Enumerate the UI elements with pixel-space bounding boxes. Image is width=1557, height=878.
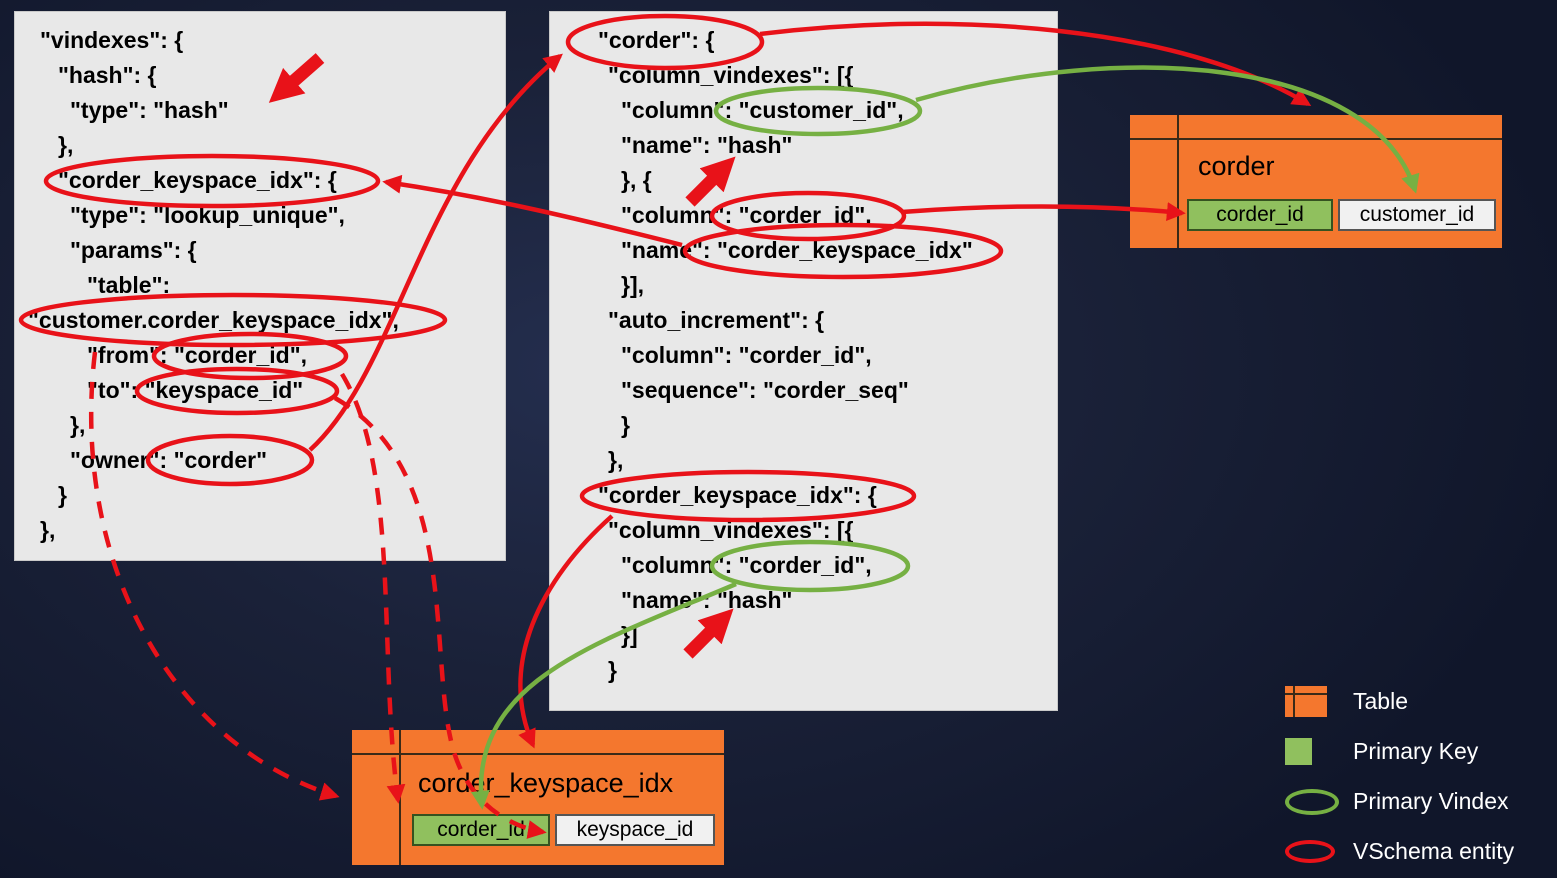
code-line: "corder_keyspace_idx": { <box>58 167 337 193</box>
corder-keyspace-idx-table: corder_keyspace_idx corder_id keyspace_i… <box>352 730 724 865</box>
code-line: }] <box>621 622 638 648</box>
code-line: "auto_increment": { <box>608 307 825 333</box>
code-line: }, { <box>621 167 652 193</box>
corder-id-cell: corder_id <box>1187 199 1333 231</box>
code-line: }, <box>70 412 86 438</box>
code-line: } <box>58 482 67 508</box>
code-line: "sequence": "corder_seq" <box>621 377 909 403</box>
table-frame-vline <box>399 730 401 865</box>
code-line: }], <box>621 272 644 298</box>
corder-table-title: corder <box>1198 151 1275 181</box>
legend-row-primary-vindex: Primary Vindex <box>1285 783 1514 820</box>
code-line: "name": "hash" <box>621 132 793 158</box>
code-line: "vindexes": { <box>40 27 184 53</box>
primary-key-icon <box>1285 738 1312 765</box>
tables-json-panel: "corder": { "column_vindexes": [{ "colum… <box>550 12 1057 710</box>
code-line: "name": "hash" <box>621 587 793 613</box>
code-line: "corder": { <box>598 27 715 53</box>
code-line: "from": "corder_id", <box>87 342 307 368</box>
code-line: "table": <box>87 272 171 298</box>
corder-table-columns: corder_id customer_id <box>1187 199 1496 231</box>
corder-keyspace-idx-table-title: corder_keyspace_idx <box>418 768 674 798</box>
keyspace-id-cell: keyspace_id <box>555 814 715 846</box>
table-frame-vline <box>1177 115 1179 248</box>
vschema-entity-icon <box>1285 840 1335 863</box>
legend-label: VSchema entity <box>1353 838 1515 864</box>
primary-vindex-icon <box>1285 788 1339 815</box>
code-line: "params": { <box>70 237 197 263</box>
code-line: "column_vindexes": [{ <box>608 517 854 543</box>
corder-keyspace-idx-table-columns: corder_id keyspace_id <box>412 814 715 846</box>
legend-label: Primary Vindex <box>1353 788 1509 814</box>
code-line: "column": "customer_id", <box>621 97 904 123</box>
code-line: "corder_keyspace_idx": { <box>598 482 877 508</box>
vindexes-json-panel: "vindexes": { "hash": { "type": "hash" }… <box>15 12 505 560</box>
legend-row-vschema-entity: VSchema entity <box>1285 833 1514 870</box>
customer-id-cell: customer_id <box>1338 199 1496 231</box>
code-line: "to": "keyspace_id" <box>87 377 304 403</box>
table-icon <box>1285 686 1327 717</box>
code-line: } <box>608 657 617 683</box>
legend-row-primary-key: Primary Key <box>1285 733 1514 770</box>
code-line: } <box>621 412 630 438</box>
code-line: "type": "hash" <box>70 97 229 123</box>
code-line: "column": "corder_id", <box>621 202 872 228</box>
legend-label: Table <box>1353 688 1408 714</box>
code-line: "customer.corder_keyspace_idx", <box>28 307 399 333</box>
legend: Table Primary Key Primary Vindex VSchema… <box>1285 683 1514 878</box>
code-line: "hash": { <box>58 62 157 88</box>
code-line: "column_vindexes": [{ <box>608 62 854 88</box>
code-line: }, <box>608 447 624 473</box>
legend-row-table: Table <box>1285 683 1514 720</box>
code-line: "column": "corder_id", <box>621 342 872 368</box>
code-line: "name": "corder_keyspace_idx" <box>621 237 973 263</box>
code-line: "type": "lookup_unique", <box>70 202 345 228</box>
legend-label: Primary Key <box>1353 738 1479 764</box>
corder-id-cell: corder_id <box>412 814 550 846</box>
corder-table: corder corder_id customer_id <box>1130 115 1502 248</box>
code-line: "owner": "corder" <box>70 447 267 473</box>
code-line: }, <box>40 517 56 543</box>
table-frame-hline <box>352 753 724 755</box>
code-line: }, <box>58 132 74 158</box>
table-frame-hline <box>1130 138 1502 140</box>
code-line: "column": "corder_id", <box>621 552 872 578</box>
